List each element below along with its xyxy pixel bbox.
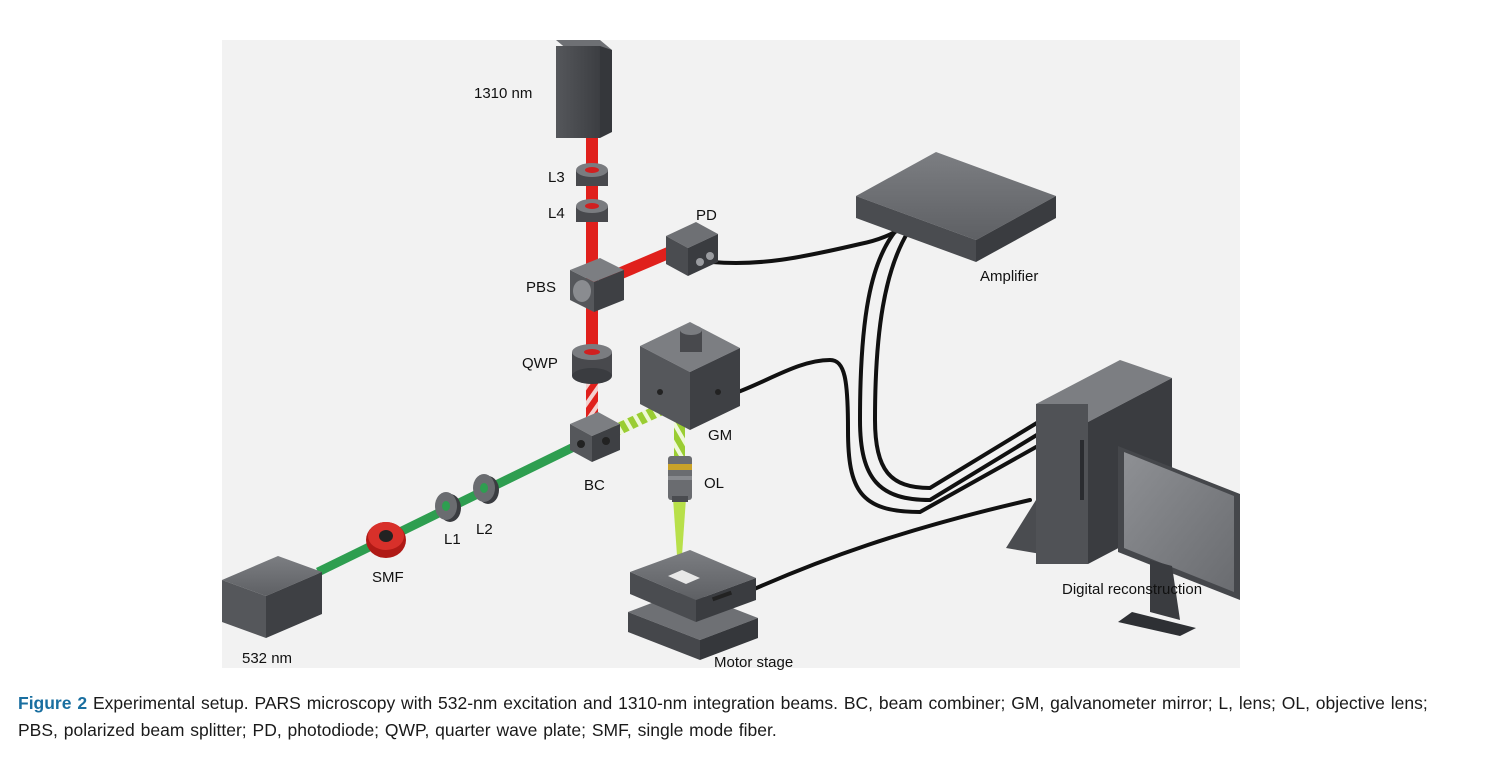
laser-532-box — [222, 556, 322, 638]
lens-l2 — [473, 474, 499, 504]
label-ol: OL — [704, 475, 724, 492]
label-amplifier: Amplifier — [980, 268, 1038, 285]
label-l4: L4 — [548, 205, 565, 222]
objective-lens — [668, 456, 692, 502]
galvo-mirror — [640, 322, 740, 430]
computer — [1006, 360, 1240, 636]
label-qwp: QWP — [522, 355, 558, 372]
motor-stage — [628, 550, 758, 660]
caption-label: Figure 2 — [18, 693, 88, 713]
label-l1: L1 — [444, 531, 461, 548]
label-l2: L2 — [476, 521, 493, 538]
caption-text: Experimental setup. PARS microscopy with… — [18, 693, 1428, 740]
pbs-cube — [570, 258, 624, 312]
label-532-nm: 532 nm — [242, 650, 292, 667]
focused-beam — [673, 498, 686, 570]
label-smf: SMF — [372, 569, 404, 586]
lens-l3 — [576, 163, 608, 186]
photodiode — [666, 222, 718, 276]
qwp — [572, 344, 612, 384]
amplifier-box — [856, 152, 1056, 262]
cables — [710, 226, 1047, 592]
label-digital-reconstruction: Digital reconstruction — [1062, 581, 1202, 598]
label-pd: PD — [696, 207, 717, 224]
lime-beam-gm-ol — [674, 400, 685, 460]
setup-diagram: 1310 nm L3 L4 PD PBS QWP — [222, 40, 1240, 671]
label-l3: L3 — [548, 169, 565, 186]
laser-1310-box — [556, 40, 612, 138]
figure-caption: Figure 2 Experimental setup. PARS micros… — [18, 690, 1468, 744]
bc-cube — [570, 412, 620, 462]
label-bc: BC — [584, 477, 605, 494]
label-1310-nm: 1310 nm — [474, 85, 532, 102]
lens-l1 — [435, 492, 461, 522]
lens-l4 — [576, 199, 608, 222]
label-pbs: PBS — [526, 279, 556, 296]
label-gm: GM — [708, 427, 732, 444]
fiber-spool — [366, 522, 406, 558]
label-motor-stage: Motor stage — [714, 654, 793, 671]
